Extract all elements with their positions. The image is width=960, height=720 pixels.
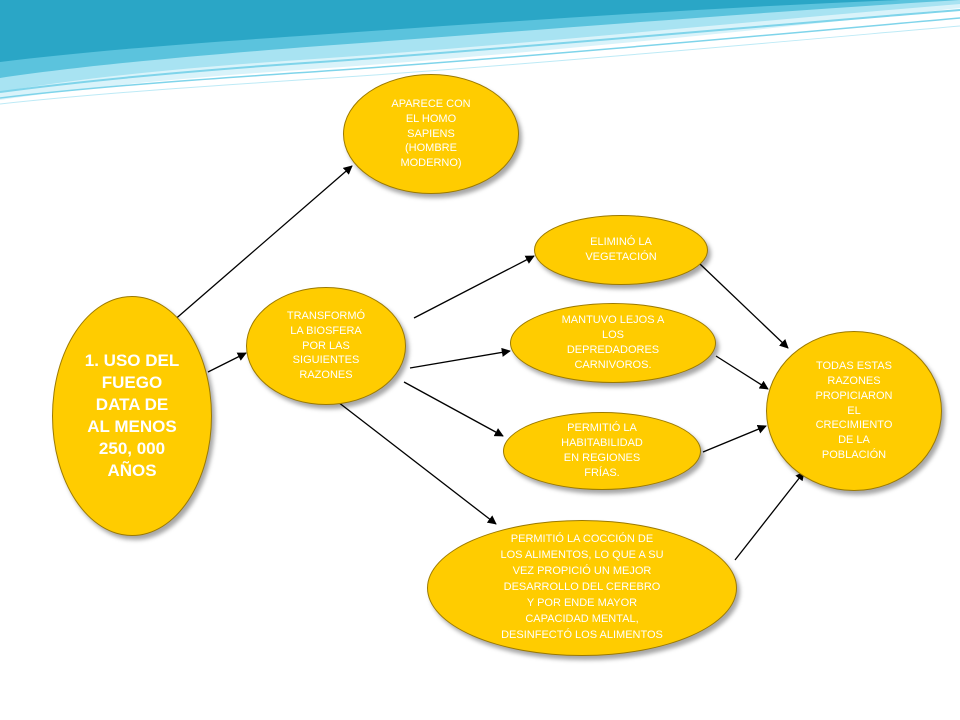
node-depredadores-text: MANTUVO LEJOS A LOS DEPREDADORES CARNIVO… [561,314,665,371]
node-uso-del-fuego: 1. USO DEL FUEGO DATA DE AL MENOS 250, 0… [52,296,212,536]
node-vegetacion-text: ELIMINÓ LA VEGETACIÓN [585,236,657,263]
node-habitabilidad: PERMITIÓ LA HABITABILIDAD EN REGIONES FR… [503,412,701,490]
node-habitabilidad-text: PERMITIÓ LA HABITABILIDAD EN REGIONES FR… [561,422,643,479]
arrow-coccion-to-poblacion [734,471,805,561]
arrow-main-to-biosfera [207,352,247,373]
node-poblacion: TODAS ESTAS RAZONES PROPICIARON EL CRECI… [766,331,942,491]
node-biosfera: TRANSFORMÓ LA BIOSFERA POR LAS SIGUIENTE… [246,287,406,405]
arrow-habitabilidad-to-poblacion [702,424,767,453]
node-homo-sapiens: APARECE CON EL HOMO SAPIENS (HOMBRE MODE… [343,74,519,194]
node-depredadores: MANTUVO LEJOS A LOS DEPREDADORES CARNIVO… [510,303,716,383]
arrow-biosfera-to-vegetacion [413,255,535,319]
arrow-biosfera-to-coccion [337,401,497,525]
arrow-main-to-homo-sapiens [171,165,353,323]
header-wave-decoration [0,0,960,105]
arrow-biosfera-to-habitabilidad [403,381,504,437]
node-vegetacion: ELIMINÓ LA VEGETACIÓN [534,215,708,285]
arrow-biosfera-to-depredadores [409,347,511,369]
node-homo-sapiens-text: APARECE CON EL HOMO SAPIENS (HOMBRE MODE… [391,97,471,170]
node-uso-del-fuego-text: 1. USO DEL FUEGO DATA DE AL MENOS 250, 0… [84,350,180,481]
arrow-vegetacion-to-poblacion [699,263,789,349]
node-coccion-text: PERMITIÓ LA COCCIÓN DE LOS ALIMENTOS, LO… [500,533,664,641]
node-poblacion-text: TODAS ESTAS RAZONES PROPICIARON EL CRECI… [815,360,893,462]
arrow-depredadores-to-poblacion [715,355,769,390]
node-coccion: PERMITIÓ LA COCCIÓN DE LOS ALIMENTOS, LO… [427,520,737,656]
node-biosfera-text: TRANSFORMÓ LA BIOSFERA POR LAS SIGUIENTE… [286,309,366,382]
